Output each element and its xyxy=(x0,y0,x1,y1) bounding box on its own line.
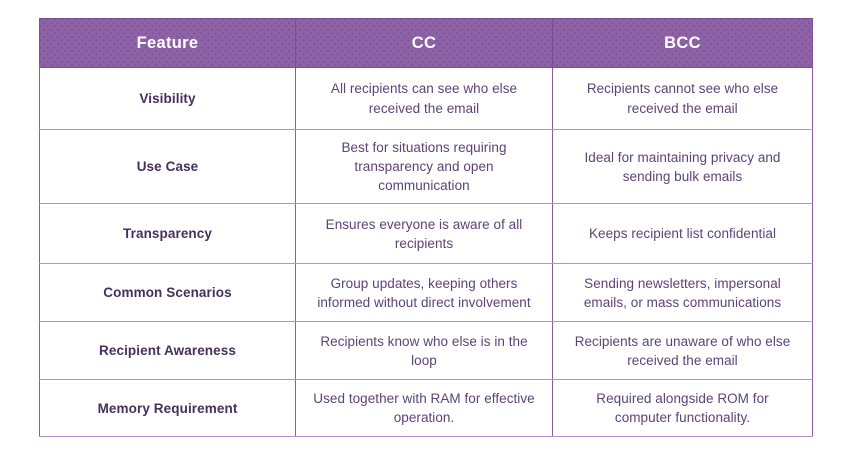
table-row: Visibility All recipients can see who el… xyxy=(39,67,813,130)
cell-bcc-value: Recipients are unaware of who else recei… xyxy=(552,321,813,381)
cell-cc-value: Best for situations requiring transparen… xyxy=(295,128,553,205)
comparison-table-container: Feature CC BCC Visibility All recipients… xyxy=(39,18,813,438)
cell-bcc-value: Recipients cannot see who else received … xyxy=(552,67,813,130)
cell-cc-value: Group updates, keeping others informed w… xyxy=(295,263,553,323)
cell-bcc-value: Required alongside ROM for computer func… xyxy=(552,379,813,438)
cell-feature-label: Visibility xyxy=(39,67,296,130)
cc-bcc-comparison-table: Feature CC BCC Visibility All recipients… xyxy=(39,18,813,438)
table-row: Memory Requirement Used together with RA… xyxy=(39,379,813,438)
table-row: Transparency Ensures everyone is aware o… xyxy=(39,203,813,265)
cell-bcc-value: Sending newsletters, impersonal emails, … xyxy=(552,263,813,323)
cell-cc-value: Ensures everyone is aware of all recipie… xyxy=(295,203,553,265)
column-header-bcc: BCC xyxy=(552,18,813,68)
table-body: Visibility All recipients can see who el… xyxy=(39,67,813,438)
cell-feature-label: Use Case xyxy=(39,128,296,205)
table-row: Use Case Best for situations requiring t… xyxy=(39,128,813,205)
table-header-row: Feature CC BCC xyxy=(39,18,813,68)
table-row: Recipient Awareness Recipients know who … xyxy=(39,321,813,381)
column-header-feature: Feature xyxy=(39,18,296,68)
cell-bcc-value: Ideal for maintaining privacy and sendin… xyxy=(552,128,813,205)
cell-feature-label: Common Scenarios xyxy=(39,263,296,323)
cell-cc-value: All recipients can see who else received… xyxy=(295,67,553,130)
cell-cc-value: Recipients know who else is in the loop xyxy=(295,321,553,381)
cell-feature-label: Transparency xyxy=(39,203,296,265)
table-header: Feature CC BCC xyxy=(39,18,813,68)
cell-feature-label: Recipient Awareness xyxy=(39,321,296,381)
cell-feature-label: Memory Requirement xyxy=(39,379,296,438)
cell-cc-value: Used together with RAM for effective ope… xyxy=(295,379,553,438)
table-row: Common Scenarios Group updates, keeping … xyxy=(39,263,813,323)
cell-bcc-value: Keeps recipient list confidential xyxy=(552,203,813,265)
column-header-cc: CC xyxy=(295,18,553,68)
